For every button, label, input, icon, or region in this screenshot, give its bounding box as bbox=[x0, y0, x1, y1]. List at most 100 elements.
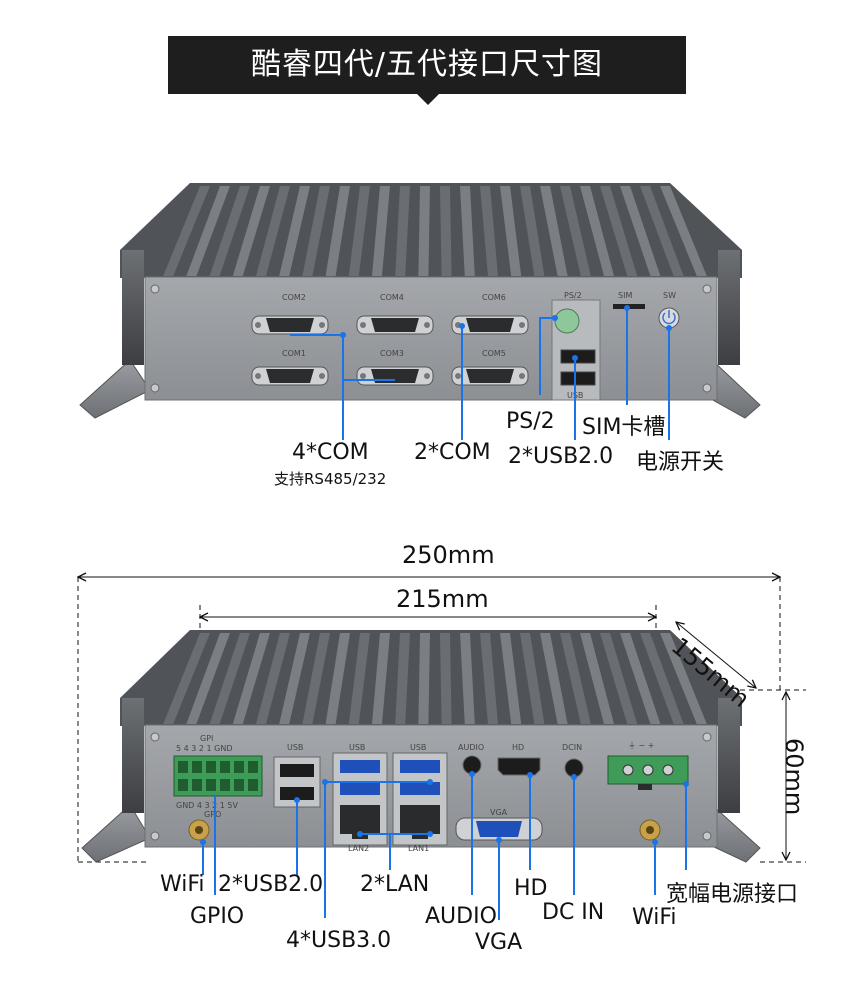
page-title: 酷睿四代/五代接口尺寸图 bbox=[168, 36, 686, 94]
heatsink-fin bbox=[395, 633, 410, 724]
callout-usb30: 4*USB3.0 bbox=[286, 928, 392, 953]
screw-icon bbox=[702, 383, 712, 393]
heatsink-fin bbox=[302, 633, 330, 724]
callout-wifi-left: WiFi bbox=[160, 872, 205, 897]
heatsink-fin bbox=[460, 186, 475, 276]
lan-port-icon bbox=[400, 805, 440, 839]
silk-sw: SW bbox=[663, 291, 676, 300]
silk-hd: HD bbox=[512, 743, 524, 752]
heatsink-fin bbox=[279, 186, 310, 276]
power-symbol-icon bbox=[662, 310, 676, 325]
callout-wifi-right: WiFi bbox=[632, 905, 677, 930]
silk-ps2: PS/2 bbox=[564, 291, 582, 300]
front-callout-lines bbox=[202, 774, 687, 920]
heatsink-fin bbox=[600, 186, 638, 276]
heatsink-fin bbox=[163, 633, 210, 724]
callout-usb20-front: 2*USB2.0 bbox=[218, 872, 324, 897]
heatsink-fin bbox=[520, 186, 545, 276]
com-port-icon bbox=[356, 315, 434, 335]
heatsink-fin bbox=[348, 186, 370, 276]
callout-sim-slot: SIM卡槽 bbox=[582, 415, 666, 440]
callout-hd: HD bbox=[514, 876, 548, 901]
heatsink-fin bbox=[186, 633, 230, 724]
heatsink-fin bbox=[232, 633, 270, 724]
callout-vga: VGA bbox=[475, 930, 523, 955]
heatsink-fin bbox=[232, 186, 270, 276]
heatsink-fin bbox=[520, 633, 545, 724]
ps2-port-icon bbox=[554, 308, 580, 334]
terminal-latch bbox=[638, 784, 652, 790]
silk-vga: VGA bbox=[490, 808, 508, 817]
gpio-terminal-icon bbox=[173, 755, 263, 797]
heatsink-fin bbox=[600, 633, 638, 724]
com-port-icon bbox=[451, 315, 529, 335]
dimension-60mm: 60mm bbox=[780, 738, 808, 816]
vga-port-icon bbox=[476, 821, 522, 837]
usb-port-icon bbox=[560, 349, 596, 364]
wifi-antenna-left-icon bbox=[188, 819, 210, 841]
heatsink-fin bbox=[186, 186, 230, 276]
heatsink-fin bbox=[209, 186, 250, 276]
heatsink-fin bbox=[620, 633, 661, 724]
heatsink-fin bbox=[418, 186, 430, 276]
screw-icon bbox=[150, 831, 160, 841]
silk-gpo: GPO bbox=[204, 810, 221, 819]
usb3-port-icon bbox=[340, 782, 380, 795]
heatsink-fin bbox=[418, 633, 430, 724]
silk-com1: COM1 bbox=[282, 349, 306, 358]
screw-icon bbox=[702, 732, 712, 742]
heatsink-fin bbox=[480, 186, 498, 276]
callout-ps2: PS/2 bbox=[506, 409, 555, 434]
gpio-pin bbox=[248, 761, 258, 773]
front-device: GPI 5 4 3 2 1 GND GND 4 3 2 1 5V GPO USB… bbox=[78, 577, 806, 920]
heatsink-fin bbox=[325, 633, 350, 724]
silk-usb-b: USB bbox=[349, 743, 365, 752]
front-left-foot bbox=[81, 804, 151, 863]
heatsink-fin bbox=[560, 633, 591, 724]
usb-port-icon bbox=[280, 764, 314, 777]
banner-pointer bbox=[416, 93, 440, 105]
gpio-pin bbox=[178, 779, 188, 791]
callout-4com-note: 支持RS485/232 bbox=[274, 470, 387, 488]
screw-icon bbox=[150, 732, 160, 742]
heatsink-fin bbox=[256, 186, 290, 276]
dimension-250mm: 250mm bbox=[402, 541, 495, 569]
heatsink-fin bbox=[256, 633, 290, 724]
usb-port-icon bbox=[280, 787, 314, 800]
screw-icon bbox=[702, 284, 712, 294]
silk-sim: SIM bbox=[618, 291, 632, 300]
screw-icon bbox=[150, 284, 160, 294]
gpio-pin bbox=[206, 761, 216, 773]
com-port-icon bbox=[251, 366, 329, 386]
com-port-icon bbox=[451, 366, 529, 386]
gpio-pin bbox=[192, 779, 202, 791]
heatsink-fin bbox=[480, 633, 498, 724]
silk-com3: COM3 bbox=[380, 349, 404, 358]
callout-wide-power: 宽幅电源接口 bbox=[666, 882, 799, 907]
heatsink-fin bbox=[560, 186, 591, 276]
callout-usb20-rear: 2*USB2.0 bbox=[508, 444, 614, 469]
usb-port-icon bbox=[560, 371, 596, 386]
gpio-pin bbox=[220, 779, 230, 791]
silk-com5: COM5 bbox=[482, 349, 506, 358]
heatsink-fin bbox=[348, 633, 370, 724]
rear-callout-lines bbox=[290, 308, 670, 440]
gpio-pin bbox=[220, 761, 230, 773]
heatsink-fin bbox=[395, 186, 410, 276]
silk-audio: AUDIO bbox=[458, 743, 484, 752]
heatsink-fin bbox=[660, 633, 707, 724]
heatsink-fin bbox=[580, 186, 614, 276]
silk-com6: COM6 bbox=[482, 293, 506, 302]
gpio-pin bbox=[234, 779, 244, 791]
silk-gpi: GPI bbox=[200, 734, 213, 743]
heatsink-fin bbox=[302, 186, 330, 276]
heatsink-fin bbox=[440, 186, 452, 276]
front-right-side-fins bbox=[718, 698, 740, 813]
heatsink-fin bbox=[209, 633, 250, 724]
gpio-pin bbox=[234, 761, 244, 773]
usb3-port-icon bbox=[400, 760, 440, 773]
heatsink-fin bbox=[372, 186, 390, 276]
silk-gpi-pins: 5 4 3 2 1 GND bbox=[176, 744, 233, 753]
heatsink-fin bbox=[500, 186, 522, 276]
